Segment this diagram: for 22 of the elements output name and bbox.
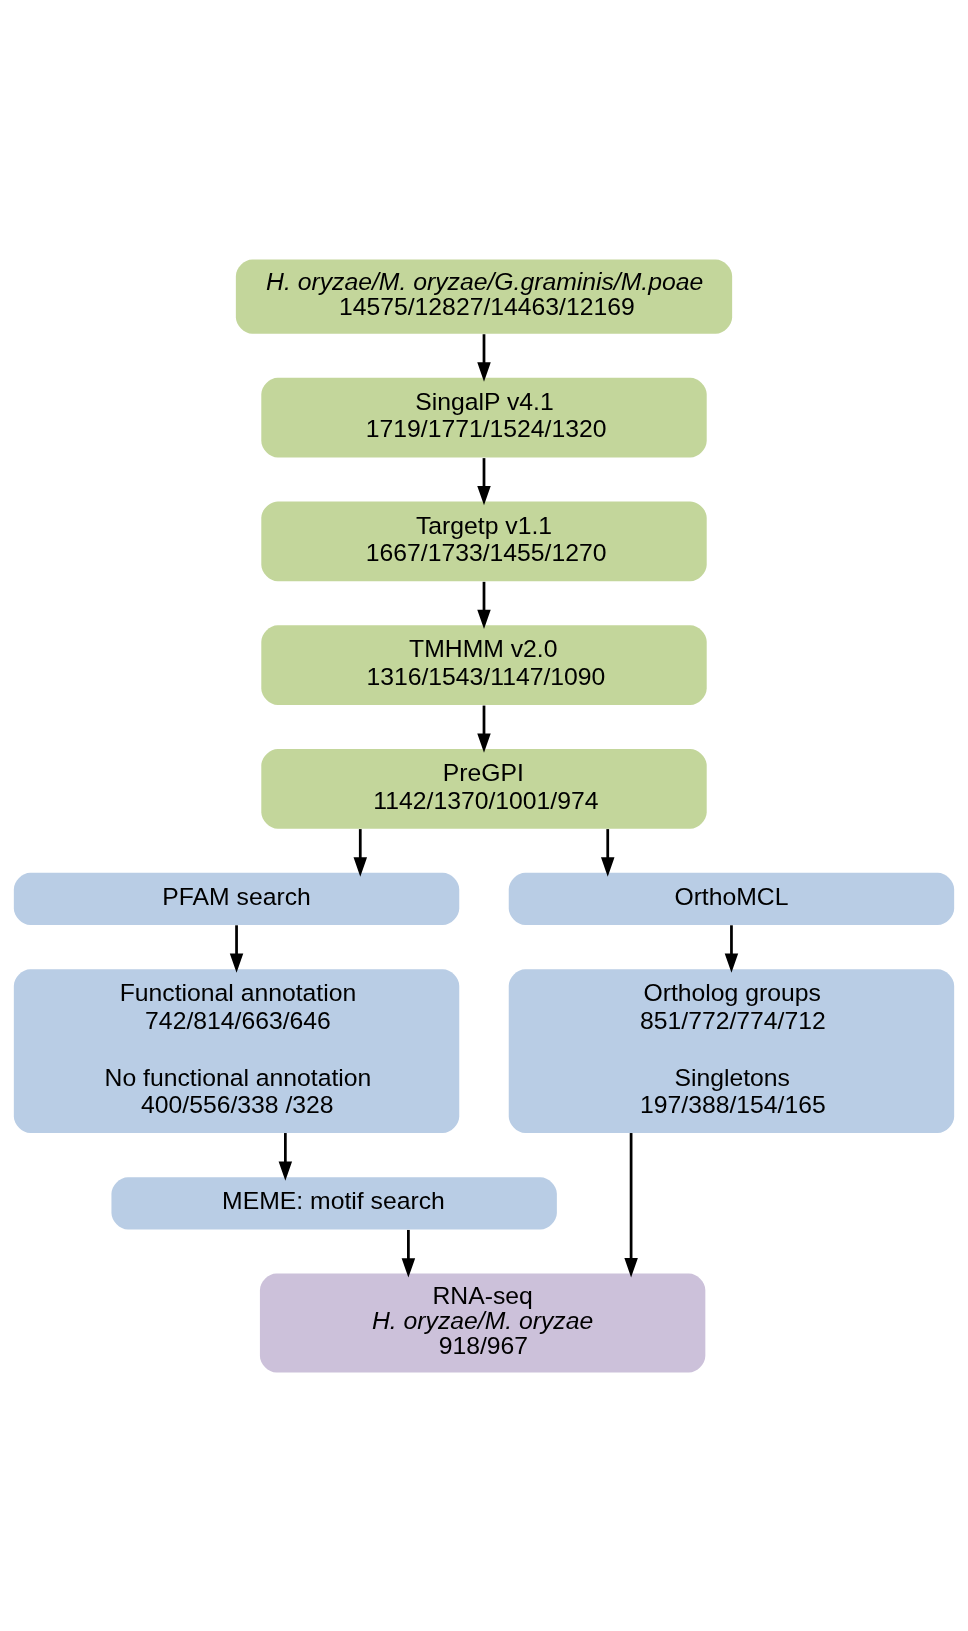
arrow — [353, 828, 367, 877]
node-box: RNA-seq H. oryzae/M. oryzae 918/967 — [259, 1273, 706, 1372]
arrow — [401, 1229, 416, 1278]
arrow — [477, 457, 491, 505]
node-box: MEME: motif search — [111, 1176, 557, 1230]
arrow — [229, 924, 244, 973]
node-box: PreGPI 1142/1370/1001/974 — [261, 748, 707, 829]
node-box: Functional annotation 742/814/663/646 No functional annotation 400/556/338 /328 — [13, 968, 460, 1133]
node-box: OrthoMCL — [508, 872, 955, 925]
node-box: PFAM search — [13, 872, 460, 925]
node-box: Targetp v1.1 1667/1733/1455/1270 — [261, 500, 707, 581]
arrow — [477, 705, 491, 753]
arrow — [724, 924, 739, 973]
node-box: Ortholog groups 851/772/774/712 Singletons 197/388/154/165 — [508, 968, 955, 1133]
node-box: H. oryzae/M. oryzae/G.graminis/M.poae 14575/12827/14463/12169 — [235, 259, 733, 334]
arrow — [278, 1132, 293, 1181]
arrow — [601, 828, 615, 877]
arrow — [477, 581, 491, 629]
arrow — [477, 333, 491, 382]
arrow — [624, 1132, 638, 1277]
node-box: TMHMM v2.0 1316/1543/1147/1090 — [261, 624, 707, 705]
node-box: SingalP v4.1 1719/1771/1524/1320 — [261, 377, 707, 457]
